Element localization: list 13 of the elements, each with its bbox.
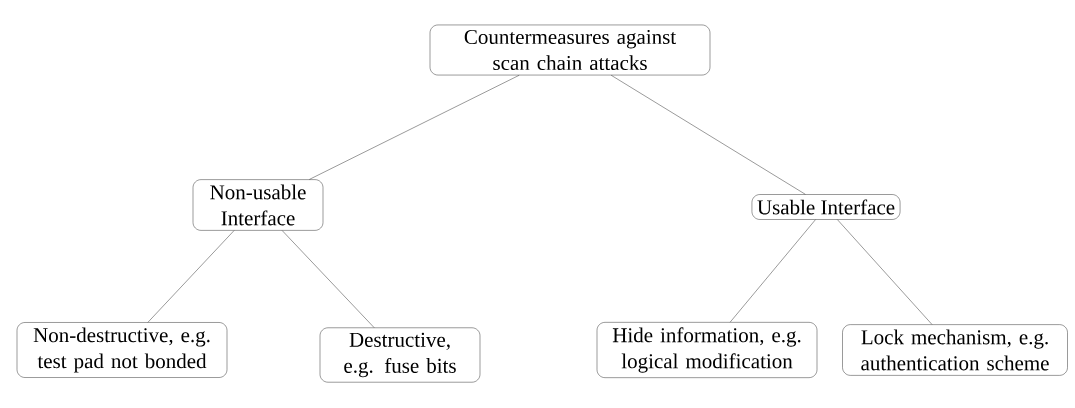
tree-box: Usable Interface: [751, 194, 901, 220]
connector-line: [147, 230, 235, 323]
connector-line: [309, 75, 520, 180]
tree-box: Lock mechanism, e.g. authentication scheme: [842, 324, 1068, 376]
tree-box: Non-usable Interface: [192, 179, 324, 231]
tree-box: Hide information, e.g. logical modification: [596, 322, 818, 378]
connector-line: [610, 75, 806, 195]
tree-box: Destructive, e.g. fuse bits: [319, 327, 481, 383]
tree-box: Countermeasures against scan chain attacks: [429, 24, 711, 76]
connector-line: [837, 219, 933, 325]
connector-line: [729, 219, 816, 323]
tree-box: Non-destructive, e.g. test pad not bonded: [16, 322, 228, 378]
connector-line: [282, 230, 375, 328]
